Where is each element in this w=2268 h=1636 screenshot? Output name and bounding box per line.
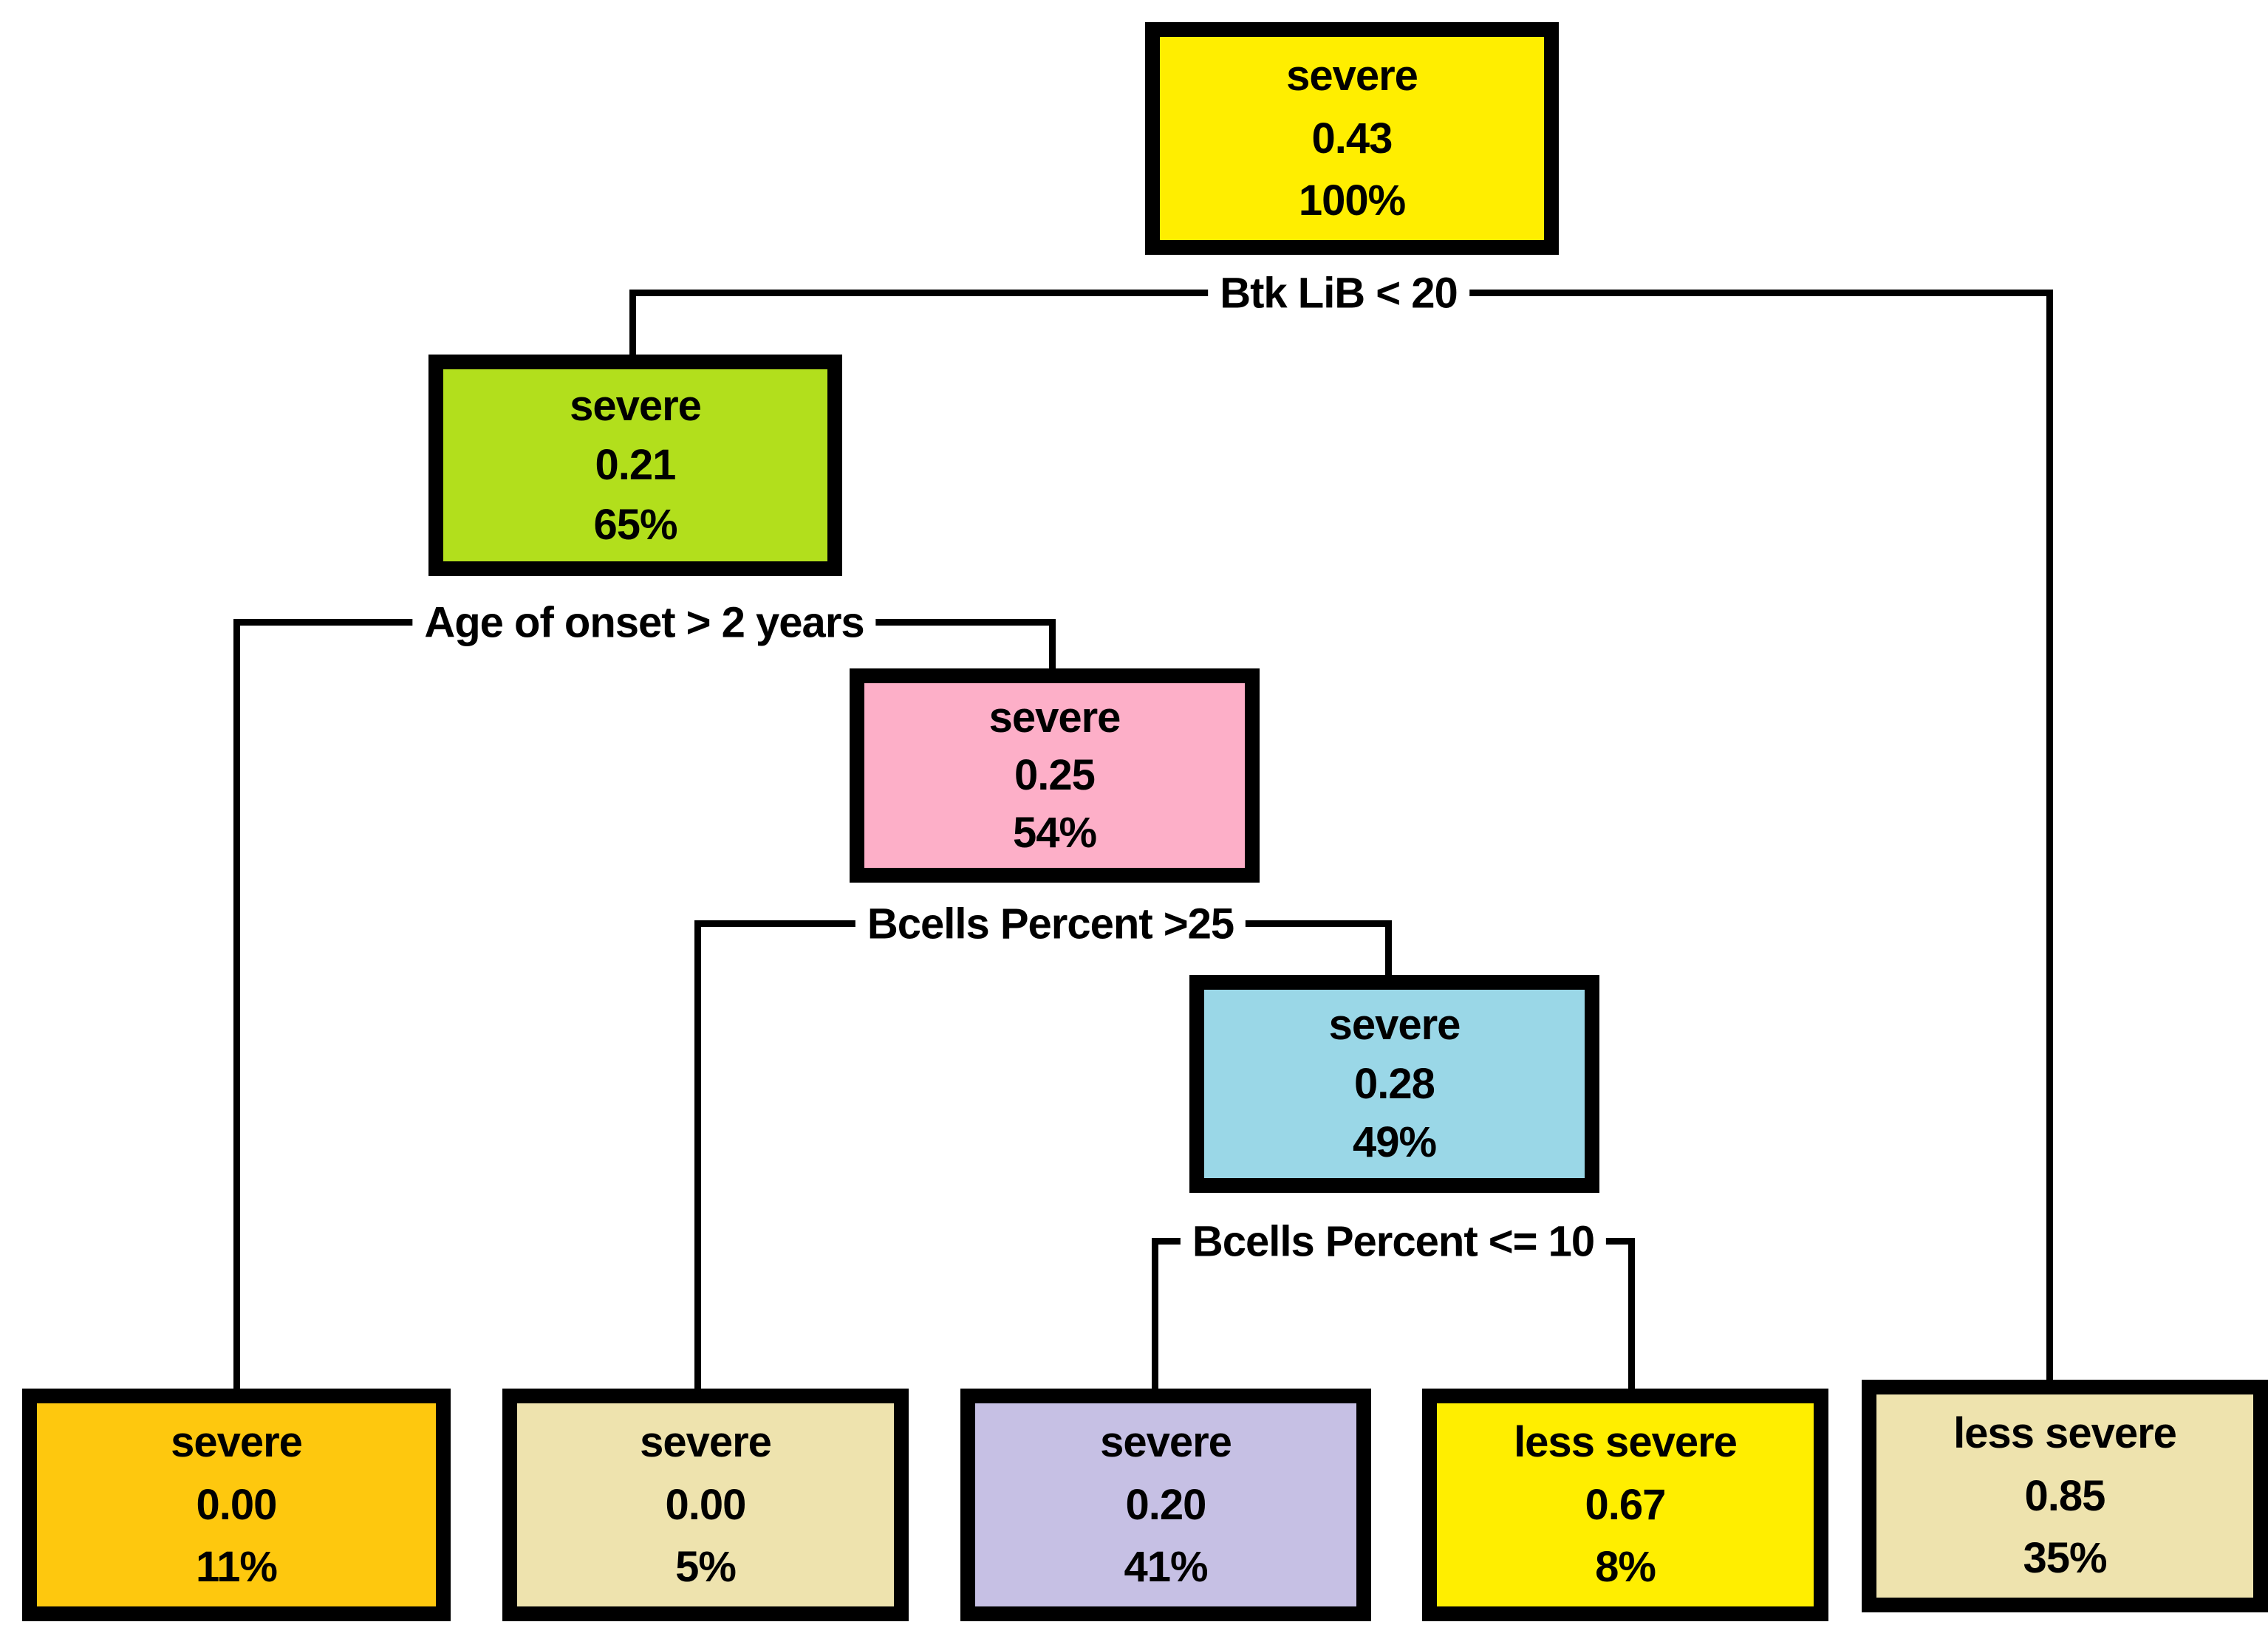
split-label-bcells-le-10: Bcells Percent <= 10 (1180, 1215, 1607, 1268)
node-class-label: severe (171, 1418, 303, 1467)
node-class-label: severe (640, 1418, 772, 1467)
node-class-label: severe (1100, 1418, 1232, 1467)
node-probability: 0.67 (1585, 1480, 1667, 1529)
node-percent: 5% (675, 1542, 737, 1591)
node-probability: 0.28 (1354, 1059, 1435, 1108)
node-percent: 41% (1124, 1542, 1208, 1591)
node-probability: 0.00 (196, 1480, 278, 1529)
node-leaf-4: less severe 0.67 8% (1422, 1389, 1828, 1621)
node-class-label: severe (570, 381, 702, 430)
split-label-btk-lib: Btk LiB < 20 (1208, 267, 1469, 320)
node-class-label: severe (988, 694, 1121, 742)
node-class-label: severe (1328, 1001, 1461, 1050)
node-probability: 0.21 (595, 441, 677, 489)
edge-mid-to-leaf-2 (694, 920, 701, 1398)
edge-right-to-leaf-3 (1152, 1238, 1158, 1398)
node-leaf-3: severe 0.20 41% (960, 1389, 1371, 1621)
split-label-bcells-gt-25: Bcells Percent >25 (855, 897, 1246, 951)
node-percent: 49% (1352, 1118, 1437, 1166)
node-probability: 0.25 (1014, 751, 1096, 799)
edge-root-to-leaf-5 (2046, 290, 2053, 1390)
node-leaf-2: severe 0.00 5% (502, 1389, 909, 1621)
split-label-age-of-onset: Age of onset > 2 years (412, 596, 876, 649)
edge-mid-to-right-child (1385, 920, 1392, 985)
node-leaf-1: severe 0.00 11% (22, 1389, 451, 1621)
node-percent: 100% (1298, 176, 1406, 225)
node-percent: 35% (2023, 1533, 2107, 1582)
edge-left-to-mid-child (1049, 619, 1056, 678)
node-class-label: less severe (1514, 1418, 1738, 1467)
node-probability: 0.20 (1125, 1480, 1207, 1529)
node-percent: 8% (1595, 1542, 1656, 1591)
node-leaf-5: less severe 0.85 35% (1862, 1380, 2268, 1612)
node-percent: 11% (196, 1542, 278, 1591)
node-internal-right: severe 0.28 49% (1189, 975, 1599, 1193)
node-internal-mid: severe 0.25 54% (850, 668, 1260, 883)
node-class-label: less severe (1953, 1409, 2177, 1458)
node-class-label: severe (1286, 52, 1418, 100)
node-probability: 0.85 (2024, 1471, 2106, 1520)
edge-right-to-leaf-4 (1628, 1238, 1635, 1398)
edge-left-to-leaf-1 (233, 619, 240, 1398)
node-probability: 0.43 (1311, 114, 1393, 162)
node-percent: 54% (1012, 809, 1097, 857)
node-percent: 65% (593, 500, 677, 549)
edge-root-to-left-child (629, 290, 636, 363)
node-internal-left: severe 0.21 65% (428, 355, 842, 576)
node-root: severe 0.43 100% (1145, 22, 1559, 255)
node-probability: 0.00 (665, 1480, 747, 1529)
